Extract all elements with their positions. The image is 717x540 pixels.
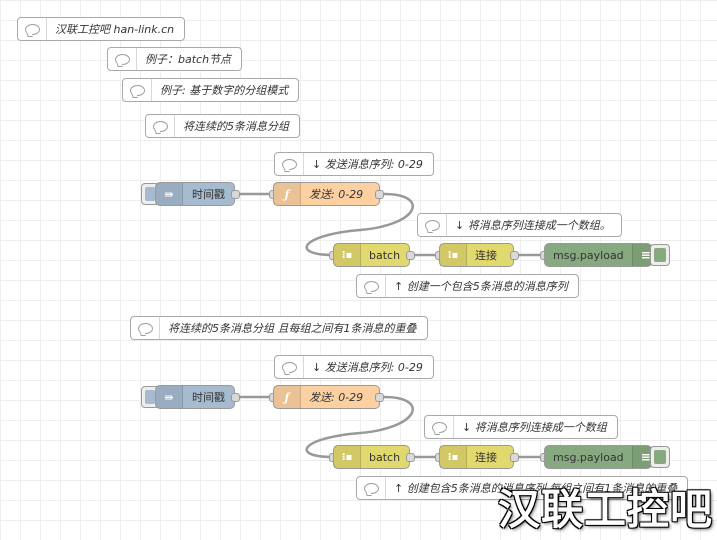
- comment-group-1[interactable]: 将连续的5条消息分组: [145, 114, 300, 138]
- speech-bubble-icon: [425, 416, 454, 438]
- comment-concat-2[interactable]: ↓ 将消息序列连接成一个数组: [424, 415, 618, 439]
- node-label: 连接: [475, 249, 497, 262]
- comment-create-1[interactable]: ↑ 创建一个包含5条消息的消息序列: [356, 274, 579, 298]
- speech-bubble-icon: [108, 48, 137, 70]
- batch-icon: ⁝▪: [334, 446, 361, 468]
- inject-node[interactable]: ⇛ 时间戳: [155, 385, 235, 409]
- join-node[interactable]: ⁝▪ 连接: [439, 243, 514, 267]
- comment-text: ↑ 创建包含5条消息的消息序列 每组之间有1条消息的重叠: [394, 482, 678, 495]
- speech-bubble-icon: [18, 18, 47, 40]
- comment-group-2[interactable]: 将连续的5条消息分组 且每组之间有1条消息的重叠: [130, 316, 428, 340]
- debug-node[interactable]: msg.payload ≡: [544, 243, 659, 267]
- speech-bubble-icon: [357, 477, 386, 499]
- comment-example-mode[interactable]: 例子: 基于数字的分组模式: [122, 78, 300, 102]
- inject-arrow-icon: ⇛: [156, 183, 183, 205]
- comment-text: 将连续的5条消息分组 且每组之间有1条消息的重叠: [168, 322, 417, 335]
- speech-bubble-icon: [275, 356, 304, 378]
- output-port[interactable]: [231, 190, 240, 199]
- comment-create-2[interactable]: ↑ 创建包含5条消息的消息序列 每组之间有1条消息的重叠: [356, 476, 689, 500]
- output-port[interactable]: [375, 393, 384, 402]
- node-label: msg.payload: [553, 450, 624, 464]
- function-node[interactable]: ƒ 发送: 0-29: [273, 182, 380, 206]
- node-label: 发送: 0-29: [309, 391, 364, 404]
- output-port[interactable]: [406, 453, 415, 462]
- comment-example[interactable]: 例子：batch节点: [107, 47, 243, 71]
- output-port[interactable]: [510, 453, 519, 462]
- inject-arrow-icon: ⇛: [156, 386, 183, 408]
- output-port[interactable]: [231, 393, 240, 402]
- batch-icon: ⁝▪: [334, 244, 361, 266]
- join-icon: ⁝▪: [440, 244, 467, 266]
- join-node[interactable]: ⁝▪ 连接: [439, 445, 514, 469]
- comment-text: 将连续的5条消息分组: [183, 120, 289, 133]
- node-label: batch: [369, 248, 401, 262]
- batch-node[interactable]: ⁝▪ batch: [333, 445, 410, 469]
- join-icon: ⁝▪: [440, 446, 467, 468]
- node-label: 时间戳: [192, 188, 225, 201]
- node-label: 时间戳: [192, 391, 225, 404]
- debug-node[interactable]: msg.payload ≡: [544, 445, 659, 469]
- wire: [305, 192, 414, 257]
- comment-text: 汉联工控吧 han-link.cn: [55, 23, 175, 36]
- comment-text: ↓ 发送消息序列: 0-29: [312, 361, 423, 374]
- debug-toggle-button[interactable]: [650, 244, 670, 266]
- comment-text: ↓ 将消息序列连接成一个数组。: [455, 219, 611, 232]
- speech-bubble-icon: [357, 275, 386, 297]
- node-label: batch: [369, 450, 401, 464]
- comment-send-2[interactable]: ↓ 发送消息序列: 0-29: [274, 355, 434, 379]
- function-f-icon: ƒ: [274, 183, 301, 205]
- batch-node[interactable]: ⁝▪ batch: [333, 243, 410, 267]
- node-label: 发送: 0-29: [309, 188, 364, 201]
- comment-concat-1[interactable]: ↓ 将消息序列连接成一个数组。: [417, 213, 622, 237]
- inject-node[interactable]: ⇛ 时间戳: [155, 182, 235, 206]
- speech-bubble-icon: [123, 79, 152, 101]
- output-port[interactable]: [375, 190, 384, 199]
- comment-text: ↓ 将消息序列连接成一个数组: [462, 421, 607, 434]
- output-port[interactable]: [406, 251, 415, 260]
- watermark: 汉联工控吧: [497, 485, 713, 534]
- output-port[interactable]: [510, 251, 519, 260]
- speech-bubble-icon: [418, 214, 447, 236]
- node-label: 连接: [475, 451, 497, 464]
- speech-bubble-icon: [131, 317, 160, 339]
- node-label: msg.payload: [553, 248, 624, 262]
- speech-bubble-icon: [275, 153, 304, 175]
- comment-title[interactable]: 汉联工控吧 han-link.cn: [17, 17, 186, 41]
- comment-text: 例子: 基于数字的分组模式: [160, 84, 289, 97]
- comment-text: ↓ 发送消息序列: 0-29: [312, 158, 423, 171]
- speech-bubble-icon: [146, 115, 175, 137]
- comment-text: ↑ 创建一个包含5条消息的消息序列: [394, 280, 568, 293]
- comment-send-1[interactable]: ↓ 发送消息序列: 0-29: [274, 152, 434, 176]
- function-node[interactable]: ƒ 发送: 0-29: [273, 385, 380, 409]
- debug-toggle-button[interactable]: [650, 446, 670, 468]
- function-f-icon: ƒ: [274, 386, 301, 408]
- wire: [305, 395, 414, 459]
- comment-text: 例子：batch节点: [145, 53, 232, 66]
